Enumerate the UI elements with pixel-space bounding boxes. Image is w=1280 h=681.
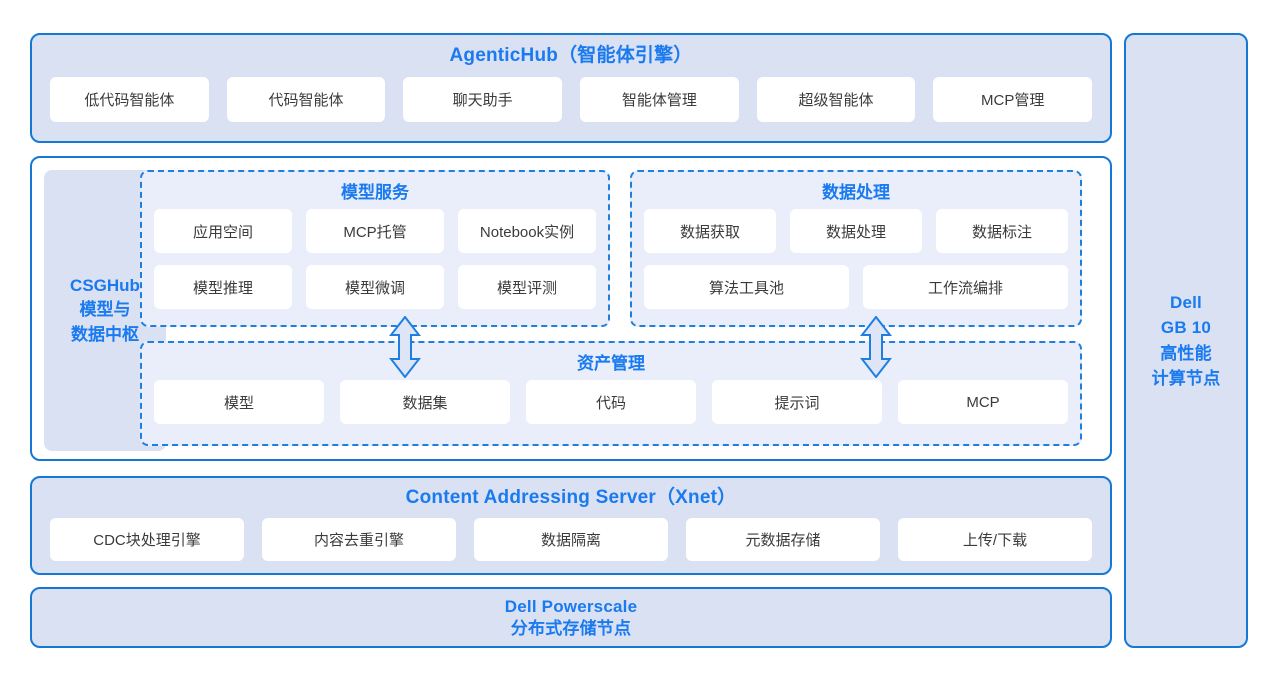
- data-processing-row: 数据获取 数据处理 数据标注: [644, 209, 1068, 253]
- data-processing-row: 算法工具池 工作流编排: [644, 265, 1068, 309]
- content-addressing-server-band: Content Addressing Server（Xnet） CDC块处理引擎…: [30, 476, 1112, 575]
- model-service-item[interactable]: MCP托管: [306, 209, 444, 253]
- dell-powerscale-title-line: 分布式存储节点: [510, 618, 632, 638]
- agentic-hub-item[interactable]: MCP管理: [933, 76, 1093, 122]
- csghub-side-label-line: 模型与: [79, 300, 131, 320]
- asset-management-item[interactable]: 模型: [154, 380, 324, 424]
- model-service-item[interactable]: 模型推理: [154, 265, 292, 309]
- dell-gb10-title-line: 计算节点: [1151, 369, 1221, 388]
- content-addressing-server-item[interactable]: 元数据存储: [686, 517, 880, 561]
- model-service-item[interactable]: 应用空间: [154, 209, 292, 253]
- model-service-item[interactable]: 模型评测: [458, 265, 596, 309]
- model-service-item[interactable]: 模型微调: [306, 265, 444, 309]
- data-processing-item[interactable]: 工作流编排: [863, 265, 1068, 309]
- data-processing-item[interactable]: 数据标注: [936, 209, 1068, 253]
- content-addressing-server-title: Content Addressing Server（Xnet）: [405, 487, 737, 508]
- dell-gb10-title-line: Dell: [1170, 292, 1202, 312]
- data-processing-title: 数据处理: [822, 183, 890, 202]
- asset-management-item[interactable]: 代码: [526, 380, 696, 424]
- agentic-hub-item[interactable]: 代码智能体: [226, 76, 386, 122]
- dell-powerscale-title: Dell Powerscale 分布式存储节点: [505, 596, 637, 639]
- asset-management-item[interactable]: 数据集: [340, 380, 510, 424]
- agentic-hub-item[interactable]: 低代码智能体: [50, 76, 209, 122]
- dell-gb10-band: Dell GB 10 高性能 计算节点: [1124, 33, 1248, 648]
- content-addressing-server-item-row: CDC块处理引擎 内容去重引擎 数据隔离 元数据存储 上传/下载: [50, 517, 1092, 561]
- double-arrow-vertical-icon: [389, 316, 421, 378]
- dell-gb10-title: Dell GB 10 高性能 计算节点: [1152, 290, 1221, 392]
- model-service-item[interactable]: Notebook实例: [458, 209, 596, 253]
- agentic-hub-title: AgenticHub（智能体引擎）: [449, 45, 693, 66]
- csghub-side-label-line: CSGHub: [70, 275, 140, 295]
- agentic-hub-band: AgenticHub（智能体引擎） 低代码智能体 代码智能体 聊天助手 智能体管…: [30, 33, 1112, 143]
- csghub-side-label-line: 数据中枢: [70, 324, 139, 344]
- data-processing-item[interactable]: 数据处理: [790, 209, 922, 253]
- content-addressing-server-item[interactable]: 内容去重引擎: [262, 517, 456, 561]
- asset-management-section: 资产管理 模型 数据集 代码 提示词 MCP: [140, 341, 1082, 446]
- agentic-hub-item[interactable]: 聊天助手: [403, 76, 563, 122]
- model-service-section: 模型服务 应用空间 MCP托管 Notebook实例 模型推理 模型微调 模型评…: [140, 170, 610, 327]
- asset-management-row: 模型 数据集 代码 提示词 MCP: [154, 380, 1068, 424]
- content-addressing-server-item[interactable]: 上传/下载: [898, 517, 1092, 561]
- model-service-row: 模型推理 模型微调 模型评测: [154, 265, 596, 309]
- asset-management-item[interactable]: MCP: [898, 380, 1068, 424]
- model-service-row: 应用空间 MCP托管 Notebook实例: [154, 209, 596, 253]
- data-processing-item[interactable]: 数据获取: [644, 209, 776, 253]
- dell-powerscale-band: Dell Powerscale 分布式存储节点: [30, 587, 1112, 648]
- content-addressing-server-item[interactable]: CDC块处理引擎: [50, 517, 244, 561]
- data-processing-section: 数据处理 数据获取 数据处理 数据标注 算法工具池 工作流编排: [630, 170, 1082, 327]
- double-arrow-vertical-icon: [860, 316, 892, 378]
- agentic-hub-item[interactable]: 智能体管理: [580, 76, 739, 122]
- dell-powerscale-title-line: Dell Powerscale: [504, 597, 638, 617]
- content-addressing-server-item[interactable]: 数据隔离: [474, 517, 668, 561]
- agentic-hub-item-row: 低代码智能体 代码智能体 聊天助手 智能体管理 超级智能体 MCP管理: [50, 76, 1093, 122]
- data-processing-item[interactable]: 算法工具池: [644, 265, 849, 309]
- asset-management-title: 资产管理: [577, 354, 645, 373]
- model-service-title: 模型服务: [341, 183, 409, 202]
- agentic-hub-item[interactable]: 超级智能体: [756, 76, 916, 122]
- dell-gb10-title-line: 高性能: [1160, 343, 1212, 363]
- dell-gb10-title-line: GB 10: [1160, 318, 1212, 337]
- asset-management-item[interactable]: 提示词: [712, 380, 882, 424]
